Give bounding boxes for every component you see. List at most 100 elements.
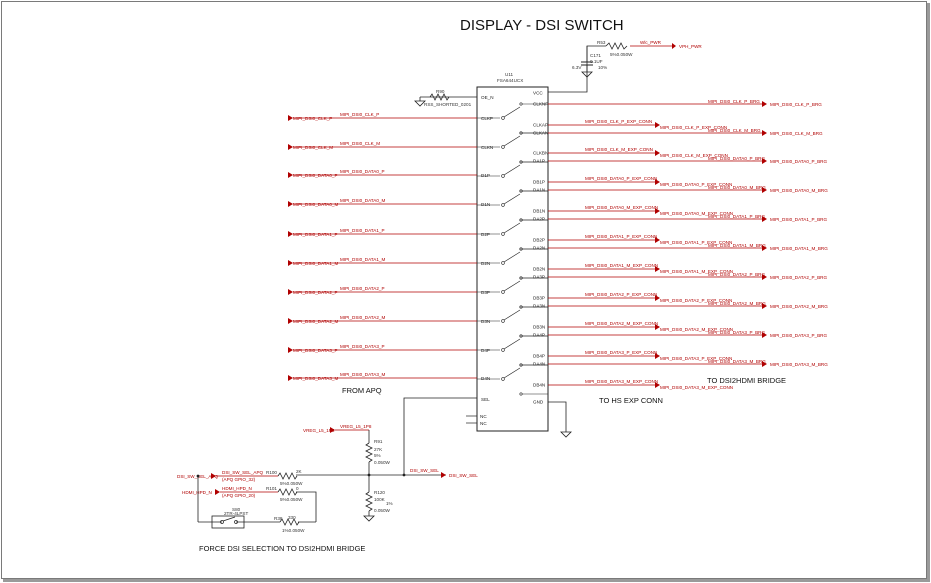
r91-tol: 5% xyxy=(374,453,381,458)
r91-ref: R91 xyxy=(374,439,383,444)
switch-contact-a xyxy=(519,131,523,135)
input-net-label: MIPI_DSI0_DATA0_P xyxy=(340,169,385,174)
switch-arm xyxy=(503,193,521,205)
exp-port-label: MIPI_DSI0_DATA1_P_EXP_CONN xyxy=(660,240,732,245)
ic-right-pin-labels: VCCCLKNPCLKAPCLKANCLKBNDA1PDB1PDA1NDB1ND… xyxy=(533,91,548,405)
input-net-label: MIPI_DSI0_DATA1_P xyxy=(340,228,385,233)
input-port-arrow xyxy=(288,172,293,178)
input-port-label: MIPI_DSI0_DATA0_P xyxy=(293,173,338,178)
input-port-arrow xyxy=(288,347,293,353)
hdmi-hpd-net: HDMI_HPD_N xyxy=(222,486,252,491)
switch-arm xyxy=(503,164,521,176)
oe-ground-icon xyxy=(414,100,426,107)
output-signal-rows: MIPI_DSI0_CLK_P_EXP_CONNMIPI_DSI0_CLK_P_… xyxy=(548,99,828,390)
exp-port-label: MIPI_DSI0_DATA0_M_EXP_CONN xyxy=(660,211,733,216)
nc-pin-1-label: NC xyxy=(480,414,487,419)
input-port-arrow xyxy=(288,289,293,295)
switch-pivot xyxy=(501,116,505,120)
brg-port-arrow xyxy=(762,361,767,367)
input-net-label: MIPI_DSI0_DATA3_M xyxy=(340,372,385,377)
brg-port-label: MIPI_DSI0_DATA0_P_BRG xyxy=(770,159,827,164)
ic-right-pin-label: DA3P xyxy=(533,275,545,280)
brg-port-label: MIPI_DSI0_DATA1_P_BRG xyxy=(770,217,827,222)
switch-pivot xyxy=(501,319,505,323)
apq-sel-port-arrow xyxy=(211,473,216,479)
ic-left-pin-label: CLKP xyxy=(481,116,493,121)
c171-ground-icon xyxy=(581,71,593,78)
ic-right-pin-label: DB2P xyxy=(533,238,545,243)
ic-left-pin-label: D1N xyxy=(481,202,490,207)
exp-port-arrow xyxy=(655,266,660,272)
r38-ref: R38 xyxy=(274,516,283,521)
dsi-sel-junction-1 xyxy=(367,473,371,477)
switch-contact-a xyxy=(519,189,523,193)
annotation-to-hs-exp-conn: TO HS EXP CONN xyxy=(599,396,663,405)
hdmi-hpd-gpio: (APQ GPIO_20) xyxy=(222,493,256,498)
exp-port-arrow xyxy=(655,353,660,359)
input-port-label: MIPI_DSI0_DATA3_M xyxy=(293,376,338,381)
ic-right-pin-label: DB4P xyxy=(533,354,545,359)
c171-tol: 10% xyxy=(598,65,607,70)
ic-left-pin-label: OE_N xyxy=(481,95,494,100)
input-net-label: MIPI_DSI0_DATA2_M xyxy=(340,315,385,320)
ic-left-pin-label: D2P xyxy=(481,232,490,237)
ic-switch-symbols xyxy=(477,102,548,396)
switch-arm xyxy=(503,251,521,263)
brg-net-label: MIPI_DSI0_DATA3_M_BRG xyxy=(708,359,766,364)
ic-left-pin-label: D4N xyxy=(481,376,490,381)
input-net-label: MIPI_DSI0_DATA2_P xyxy=(340,286,385,291)
input-port-arrow xyxy=(288,231,293,237)
exp-net-label: MIPI_DSI0_DATA0_P_EXP_CONN xyxy=(585,176,657,181)
ic-ref: U11 xyxy=(505,72,514,77)
r101-value: 0 xyxy=(296,486,299,491)
exp-net-label: MIPI_DSI0_DATA1_P_EXP_CONN xyxy=(585,234,657,239)
r90-ref: R90 xyxy=(436,89,445,94)
exp-net-label: MIPI_DSI0_DATA0_M_EXP_CONN xyxy=(585,205,658,210)
exp-port-label: MIPI_DSI0_DATA3_P_EXP_CONN xyxy=(660,356,732,361)
ic-right-pin-label: DA4P xyxy=(533,333,545,338)
brg-port-arrow xyxy=(762,245,767,251)
switch-arm xyxy=(503,280,521,292)
s80-ref: S80 xyxy=(232,507,241,512)
brg-net-label: MIPI_DSI0_CLK_P_BRG xyxy=(708,99,760,104)
input-port-label: MIPI_DSI0_DATA2_M xyxy=(293,319,338,324)
ic-right-pin-label: DA4N xyxy=(533,362,545,367)
s80-contact-left xyxy=(220,520,224,524)
brg-port-arrow xyxy=(762,130,767,136)
c171-ref: C171 xyxy=(590,53,601,58)
ic-right-pin-label: DB3P xyxy=(533,296,545,301)
switch-arm xyxy=(503,222,521,234)
ic-left-pin-label: D1P xyxy=(481,173,490,178)
s80-part: 2TR-4LPST xyxy=(224,511,248,516)
ic-right-pin-label: DB1P xyxy=(533,180,545,185)
vph-pwr-port-arrow xyxy=(672,43,676,49)
hdmi-hpd-port-arrow xyxy=(215,489,220,495)
exp-port-label: MIPI_DSI0_DATA2_P_EXP_CONN xyxy=(660,298,732,303)
ic-right-pin-label: DA1N xyxy=(533,188,545,193)
frame-shadow-bottom xyxy=(3,579,930,582)
exp-net-label: MIPI_DSI0_DATA2_M_EXP_CONN xyxy=(585,321,658,326)
r53-value: 5%0.050W xyxy=(610,52,633,57)
dsi-sel-port: DSI_SW_SEL xyxy=(449,473,478,478)
switch-contact-a xyxy=(519,102,523,106)
r38-spec: 1%0.050W xyxy=(282,528,305,533)
switch-pivot xyxy=(501,348,505,352)
r120-tol: 1% xyxy=(386,501,393,506)
annotation-force-dsi: FORCE DSI SELECTION TO DSI2HDMI BRIDGE xyxy=(199,544,365,553)
exp-port-label: MIPI_DSI0_DATA2_M_EXP_CONN xyxy=(660,327,733,332)
switch-junction xyxy=(196,474,200,478)
input-port-label: MIPI_DSI0_DATA3_P xyxy=(293,348,338,353)
dsi-sel-junction-2 xyxy=(402,473,406,477)
r38-value: 330 xyxy=(288,515,296,520)
r101-ref: R101 xyxy=(266,486,277,491)
r101-resistor xyxy=(277,488,298,496)
r91-value: 27K xyxy=(374,447,383,452)
r101-spec: 5%0.050W xyxy=(280,497,303,502)
ic-right-pin-label: CLKBN xyxy=(533,151,548,156)
brg-net-label: MIPI_DSI0_DATA0_M_BRG xyxy=(708,185,766,190)
switch-pivot xyxy=(501,232,505,236)
switch-contact-a xyxy=(519,160,523,164)
hdmi-hpd-port: HDMI_HPD_N xyxy=(182,490,212,495)
brg-net-label: MIPI_DSI0_CLK_M_BRG xyxy=(708,128,761,133)
